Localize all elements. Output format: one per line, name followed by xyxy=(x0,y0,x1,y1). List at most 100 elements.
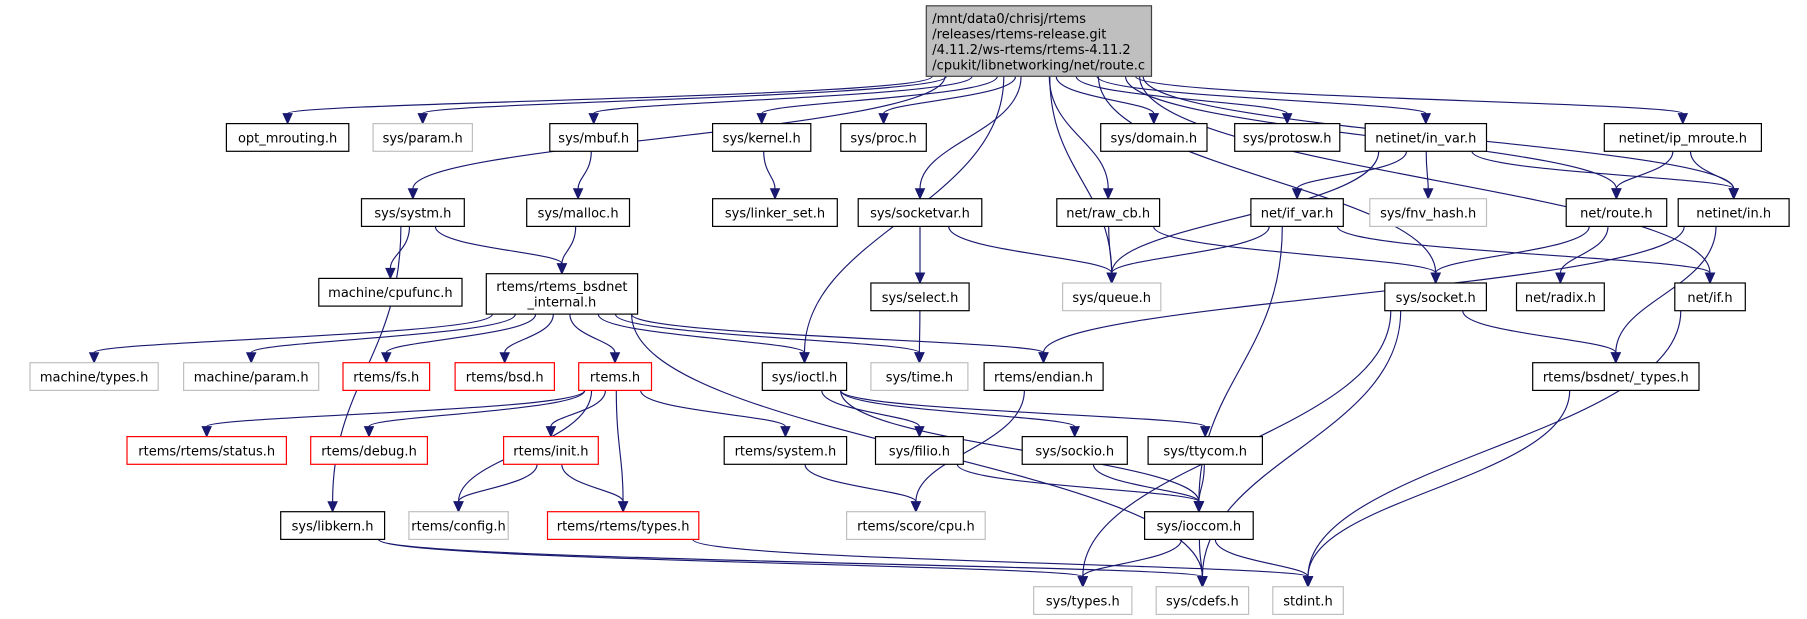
header-node-rtems-bsdnet-types[interactable]: rtems/bsdnet/_types.h xyxy=(1532,362,1700,392)
header-node-sys-domain[interactable]: sys/domain.h xyxy=(1100,122,1208,152)
edge-line xyxy=(1307,310,1682,577)
edge-line xyxy=(614,313,920,354)
header-node-rtems-debug[interactable]: rtems/debug.h xyxy=(310,436,429,465)
node-label: netinet/ip_mroute.h xyxy=(1619,131,1747,146)
header-node-machine-types[interactable]: machine/types.h xyxy=(29,362,159,392)
arrowhead-icon xyxy=(1193,501,1205,513)
dependency-edge xyxy=(614,313,925,364)
node-box xyxy=(1369,198,1488,227)
header-node-sys-cdefs[interactable]: sys/cdefs.h xyxy=(1155,586,1250,616)
header-node-sys-socket[interactable]: sys/socket.h xyxy=(1384,282,1488,312)
edge-line xyxy=(385,314,537,354)
node-label: net/route.h xyxy=(1580,207,1652,222)
header-node-rtems-config[interactable]: rtems/config.h xyxy=(408,511,509,541)
header-node-rtems-bsdnet-internal[interactable]: rtems/rtems_bsdnet_internal.h xyxy=(485,273,639,315)
header-node-net-raw-cb[interactable]: net/raw_cb.h xyxy=(1056,198,1161,227)
arrowhead-icon xyxy=(914,426,925,438)
header-node-machine-cpufunc[interactable]: machine/cpufunc.h xyxy=(318,277,463,307)
header-node-opt-mrouting[interactable]: opt_mrouting.h xyxy=(225,122,350,152)
dependency-edge xyxy=(499,314,554,364)
node-box xyxy=(342,362,431,392)
header-node-rtems-h[interactable]: rtems.h xyxy=(578,362,653,392)
header-node-rtems-bsd[interactable]: rtems/bsd.h xyxy=(454,362,556,392)
header-node-sys-proc[interactable]: sys/proc.h xyxy=(840,122,927,152)
header-node-sys-systm[interactable]: sys/systm.h xyxy=(360,198,465,227)
header-node-sys-mbuf[interactable]: sys/mbuf.h xyxy=(549,122,639,152)
header-node-sys-sockio[interactable]: sys/sockio.h xyxy=(1021,436,1128,465)
header-node-sys-ttycom[interactable]: sys/ttycom.h xyxy=(1147,436,1263,465)
node-label: sys/types.h xyxy=(1046,595,1120,610)
dependency-edge xyxy=(1055,76,1160,125)
arrowhead-icon xyxy=(245,352,257,364)
header-node-net-route[interactable]: net/route.h xyxy=(1565,198,1668,227)
header-node-sys-time[interactable]: sys/time.h xyxy=(870,362,969,392)
node-box xyxy=(454,362,556,392)
node-label: rtems/bsdnet/_types.h xyxy=(1543,371,1689,386)
edge-line xyxy=(1075,75,1288,115)
edge-line xyxy=(1111,226,1270,274)
header-node-sys-filio[interactable]: sys/filio.h xyxy=(874,436,964,465)
dependency-edge xyxy=(569,314,621,364)
header-node-sys-linker-set[interactable]: sys/linker_set.h xyxy=(711,198,838,227)
node-label: rtems/system.h xyxy=(735,445,837,460)
header-node-net-if[interactable]: net/if.h xyxy=(1674,282,1746,312)
header-node-sys-ioctl[interactable]: sys/ioctl.h xyxy=(761,362,848,392)
dependency-edge xyxy=(1462,310,1622,364)
dependency-edge xyxy=(561,464,629,513)
header-node-rtems-rtems-types[interactable]: rtems/rtems/types.h xyxy=(546,511,700,541)
edge-line xyxy=(821,390,920,427)
node-label: machine/cpufunc.h xyxy=(328,286,452,301)
dependency-edge xyxy=(556,226,577,275)
arrowhead-icon xyxy=(1611,188,1622,200)
edge-line xyxy=(1435,226,1590,274)
header-node-sys-protosw[interactable]: sys/protosw.h xyxy=(1234,122,1341,152)
header-node-stdint[interactable]: stdint.h xyxy=(1272,586,1344,616)
node-box xyxy=(1515,282,1605,312)
header-node-rtems-system[interactable]: rtems/system.h xyxy=(723,436,848,465)
arrowhead-icon xyxy=(756,113,767,125)
header-node-sys-select[interactable]: sys/select.h xyxy=(870,282,970,312)
node-label: rtems/init.h xyxy=(513,445,588,460)
header-node-sys-ioccom[interactable]: sys/ioccom.h xyxy=(1143,511,1254,541)
node-box xyxy=(225,122,350,152)
edge-line xyxy=(368,390,586,428)
node-box xyxy=(1061,282,1162,312)
edge-line xyxy=(412,76,946,189)
header-node-rtems-init[interactable]: rtems/init.h xyxy=(503,436,599,465)
header-node-netinet-ip-mroute[interactable]: netinet/ip_mroute.h xyxy=(1603,122,1763,152)
arrowhead-icon xyxy=(1420,113,1432,125)
header-node-sys-socketvar[interactable]: sys/socketvar.h xyxy=(857,198,983,227)
header-node-net-if-var[interactable]: net/if_var.h xyxy=(1250,198,1344,227)
header-node-sys-kernel[interactable]: sys/kernel.h xyxy=(711,122,812,152)
edge-line xyxy=(1425,151,1429,189)
header-node-netinet-in-var[interactable]: netinet/in_var.h xyxy=(1364,122,1488,152)
header-node-sys-malloc[interactable]: sys/malloc.h xyxy=(526,198,631,227)
arrowhead-icon xyxy=(1704,272,1716,285)
dependency-edge xyxy=(88,313,493,364)
header-node-sys-libkern[interactable]: sys/libkern.h xyxy=(280,511,386,541)
edge-line xyxy=(840,389,1206,428)
edge-line xyxy=(1462,310,1617,354)
header-node-net-radix[interactable]: net/radix.h xyxy=(1515,282,1605,312)
header-node-sys-fnv-hash[interactable]: sys/fnv_hash.h xyxy=(1369,198,1488,227)
node-label: sys/malloc.h xyxy=(538,207,619,222)
header-node-netinet-in[interactable]: netinet/in.h xyxy=(1677,198,1790,227)
node-box xyxy=(1603,122,1763,152)
header-node-machine-param[interactable]: machine/param.h xyxy=(183,362,320,392)
header-node-sys-types[interactable]: sys/types.h xyxy=(1033,586,1133,616)
header-node-rtems-endian[interactable]: rtems/endian.h xyxy=(983,362,1104,392)
header-node-rtems-rtems-status[interactable]: rtems/rtems/status.h xyxy=(126,436,287,465)
node-box xyxy=(1364,122,1488,152)
node-label: sys/systm.h xyxy=(374,207,451,222)
node-label: opt_mrouting.h xyxy=(238,131,337,146)
header-node-rtems-fs[interactable]: rtems/fs.h xyxy=(342,362,431,392)
dependency-edge xyxy=(545,390,606,438)
arrowhead-icon xyxy=(1302,576,1314,588)
header-node-sys-queue[interactable]: sys/queue.h xyxy=(1061,282,1162,312)
node-label: rtems/debug.h xyxy=(321,445,417,460)
node-label: sys/time.h xyxy=(886,371,953,386)
dependency-edge xyxy=(631,313,1049,364)
header-node-rtems-score-cpu[interactable]: rtems/score/cpu.h xyxy=(845,511,986,541)
node-box xyxy=(546,511,700,541)
header-node-sys-param[interactable]: sys/param.h xyxy=(372,122,474,152)
